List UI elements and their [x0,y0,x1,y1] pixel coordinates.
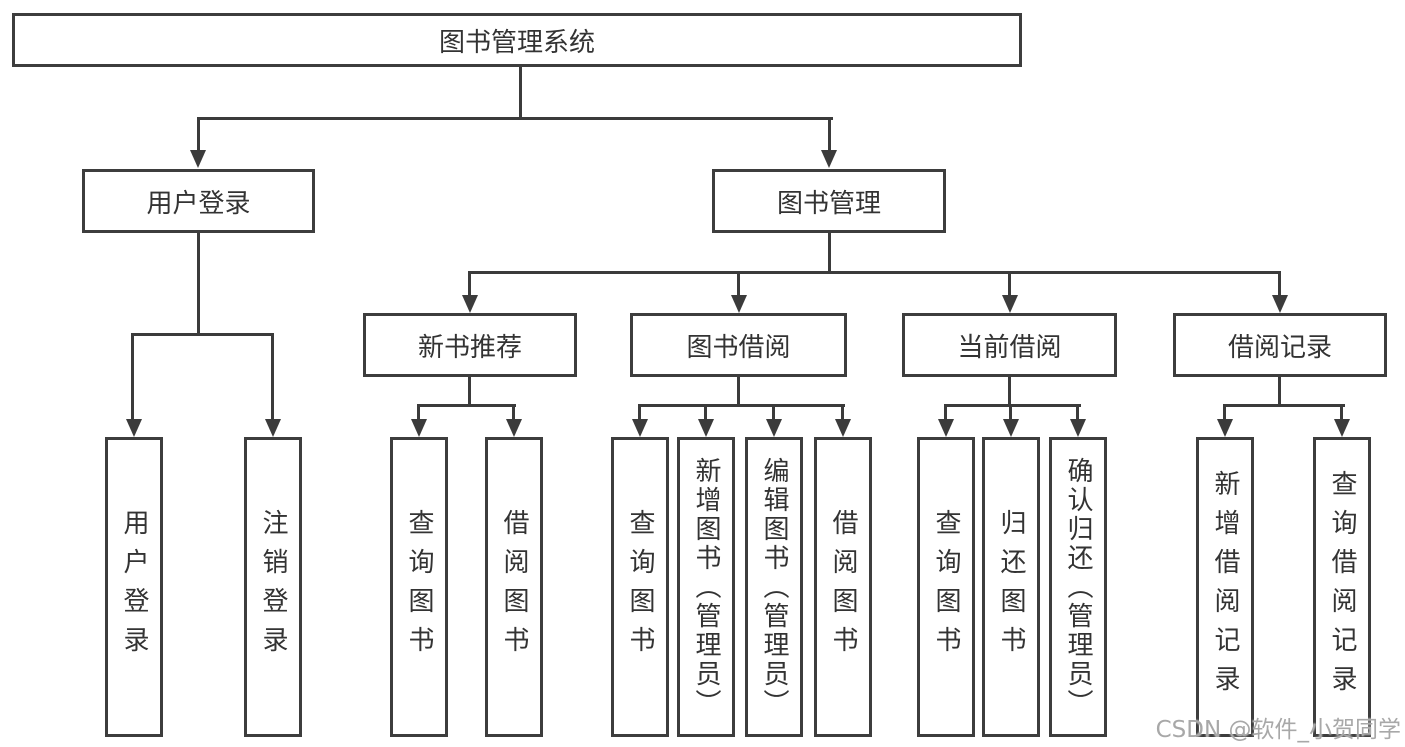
arrowhead-borrowing-records [1272,295,1288,313]
leaf-query-books-recommend: 查询图书 [390,437,448,737]
connector-drop-leaf-9 [944,404,947,422]
arrowhead-user-login [190,150,206,168]
node-label: 用户登录 [146,188,251,219]
arrowhead-leaf-11 [1070,419,1086,437]
arrowhead-leaf-8 [835,419,851,437]
connector-drop-borrowing-records [1278,271,1281,299]
leaf-label: 新增借阅记录 [1210,470,1240,704]
arrowhead-leaf-9 [938,419,954,437]
arrowhead-leaf-logout [265,419,281,437]
csdn-watermark: CSDN @软件_小贺同学 [1155,717,1401,743]
node-current-borrowing: 当前借阅 [902,313,1117,377]
leaf-add-borrow-record: 新增借阅记录 [1196,437,1254,737]
leaf-query-borrow-record: 查询借阅记录 [1313,437,1371,737]
connector-current-borrowing-stem [1008,377,1011,407]
leaf-label: 归还图书 [996,509,1026,665]
connector-drop-leaf-12 [1223,404,1226,422]
leaf-label: 借阅图书 [499,509,529,665]
arrowhead-current-borrowing [1002,295,1018,313]
node-book-management: 图书管理 [712,169,946,233]
connector-drop-new-book [468,271,471,299]
connector-root-bar [197,117,833,120]
leaf-label: 编辑图书（管理员） [759,456,789,718]
leaf-user-login: 用户登录 [105,437,163,737]
leaf-borrow-books-recommend: 借阅图书 [485,437,543,737]
connector-drop-leaf-6 [704,404,707,422]
connector-drop-leaf-user-login [131,333,134,420]
connector-drop-leaf-logout [271,333,274,420]
leaf-label: 借阅图书 [828,509,858,665]
connector-borrowing-records-stem [1278,377,1281,407]
leaf-label: 新增图书（管理员） [691,456,721,718]
connector-new-book-stem [468,377,471,407]
arrowhead-book-management [821,150,837,168]
connector-drop-book-management [828,117,831,151]
connector-drop-book-borrowing [737,271,740,299]
leaf-label: 查询图书 [931,509,961,665]
node-borrowing-records: 借阅记录 [1173,313,1387,377]
node-label: 图书管理 [776,188,881,219]
connector-book-borrowing-bar [638,404,845,407]
arrowhead-leaf-4 [506,419,522,437]
connector-borrowing-records-bar [1223,404,1345,407]
connector-book-borrowing-stem [737,377,740,407]
arrowhead-book-borrowing [731,295,747,313]
arrowhead-leaf-user-login [126,419,142,437]
connector-book-management-stem [828,233,831,274]
node-label: 图书借阅 [686,332,791,363]
leaf-query-books-borrow: 查询图书 [611,437,669,737]
leaf-label: 确认归还（管理员） [1063,456,1093,718]
leaf-query-books-current: 查询图书 [917,437,975,737]
arrowhead-leaf-7 [766,419,782,437]
leaf-edit-books-admin: 编辑图书（管理员） [745,437,803,737]
leaf-return-books: 归还图书 [982,437,1040,737]
connector-drop-leaf-4 [512,404,515,422]
connector-drop-leaf-7 [772,404,775,422]
arrowhead-leaf-5 [632,419,648,437]
connector-drop-current-borrowing [1008,271,1011,299]
connector-drop-leaf-3 [417,404,420,422]
connector-drop-leaf-5 [638,404,641,422]
arrowhead-new-book [462,295,478,313]
connector-root-stem [519,67,522,120]
leaf-confirm-return-admin: 确认归还（管理员） [1049,437,1107,737]
connector-drop-leaf-10 [1009,404,1012,422]
arrowhead-leaf-6 [698,419,714,437]
connector-book-management-bar [468,271,1281,274]
connector-drop-leaf-8 [841,404,844,422]
connector-drop-leaf-13 [1340,404,1343,422]
node-label: 当前借阅 [957,332,1062,363]
node-new-book-recommendation: 新书推荐 [363,313,577,377]
leaf-label: 用户登录 [119,509,149,665]
leaf-add-books-admin: 新增图书（管理员） [677,437,735,737]
arrowhead-leaf-3 [411,419,427,437]
arrowhead-leaf-10 [1003,419,1019,437]
node-book-borrowing: 图书借阅 [630,313,847,377]
leaf-label: 查询图书 [625,509,655,665]
node-label: 图书管理系统 [438,27,595,58]
node-user-login: 用户登录 [82,169,315,233]
connector-new-book-bar [417,404,516,407]
connector-user-login-stem [197,233,200,336]
node-label: 借阅记录 [1227,332,1332,363]
connector-current-borrowing-bar [944,404,1081,407]
leaf-borrow-books: 借阅图书 [814,437,872,737]
arrowhead-leaf-13 [1334,419,1350,437]
connector-user-login-bar [131,333,274,336]
leaf-label: 注销登录 [258,509,288,665]
leaf-label: 查询图书 [404,509,434,665]
node-label: 新书推荐 [417,332,522,363]
connector-drop-leaf-11 [1076,404,1079,422]
leaf-logout: 注销登录 [244,437,302,737]
connector-drop-user-login [197,117,200,151]
arrowhead-leaf-12 [1217,419,1233,437]
node-library-management-system: 图书管理系统 [12,13,1022,67]
leaf-label: 查询借阅记录 [1327,470,1357,704]
